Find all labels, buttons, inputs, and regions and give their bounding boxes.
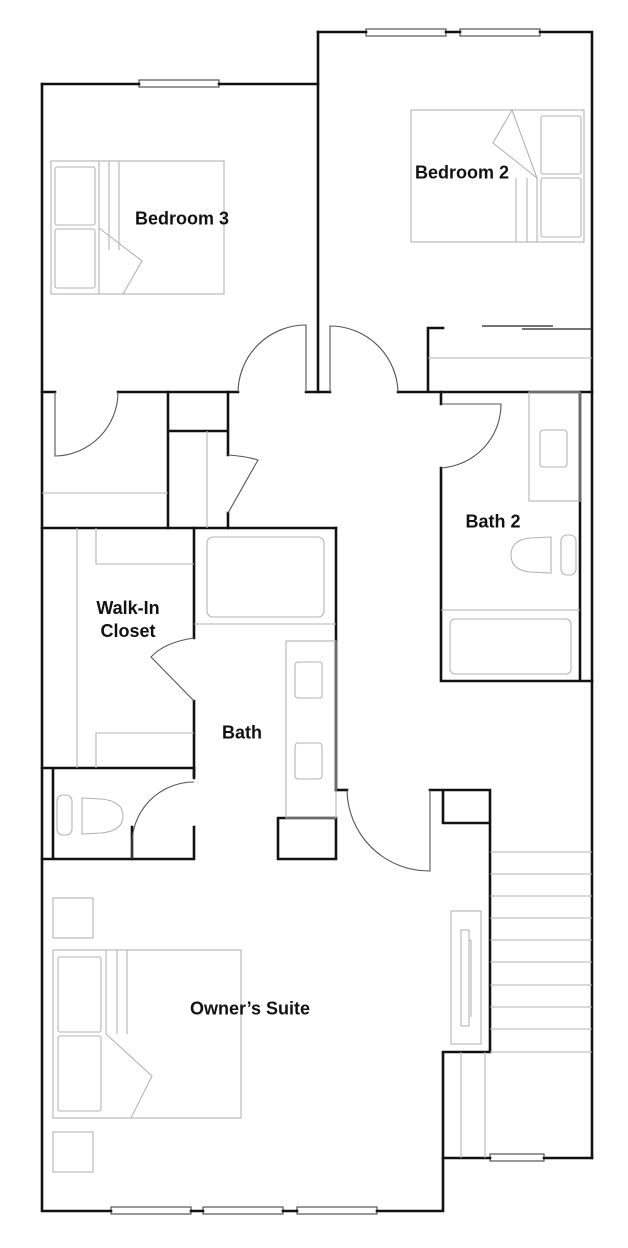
window-owners-suite-2 — [202, 1206, 284, 1215]
label-walk-in-closet: Walk-In Closet — [96, 598, 160, 641]
fixtures — [42, 108, 592, 1173]
window-bedroom-3 — [138, 79, 220, 88]
label-owners-suite: Owner’s Suite — [189, 998, 311, 1019]
window-bedroom-2-right — [459, 28, 541, 37]
label-bath-2: Bath 2 — [465, 511, 521, 532]
door-bedroom-3 — [237, 324, 307, 393]
bath-2-fixtures — [441, 391, 581, 675]
door-bedroom-3-closet — [54, 391, 119, 457]
window-stair — [489, 1153, 545, 1162]
door-owners-bath — [346, 789, 431, 872]
label-bedroom-2: Bedroom 2 — [414, 162, 510, 183]
walk-in-shelves — [76, 528, 194, 768]
label-bath: Bath — [222, 722, 262, 743]
door-linen-bifold — [227, 454, 259, 514]
toilet-wc — [56, 794, 124, 836]
doors — [54, 324, 502, 872]
bed-owners-suite — [52, 897, 242, 1173]
window-owners-suite-1 — [110, 1206, 192, 1215]
bed-bedroom-3 — [50, 160, 225, 295]
bath-fixtures — [194, 536, 337, 819]
door-wc — [131, 781, 195, 859]
window-bedroom-2-left — [365, 28, 447, 37]
door-bath-2 — [440, 403, 502, 469]
stairs — [460, 851, 592, 1158]
exterior-walls — [40, 30, 594, 1213]
door-walk-in-bifold — [150, 637, 195, 702]
bed-bedroom-2 — [410, 108, 585, 243]
window-owners-suite-3 — [296, 1206, 378, 1215]
tv-console — [450, 910, 482, 1045]
closet-bedroom-2 — [428, 325, 592, 359]
label-bedroom-3: Bedroom 3 — [134, 208, 230, 229]
door-bedroom-2 — [329, 325, 399, 393]
